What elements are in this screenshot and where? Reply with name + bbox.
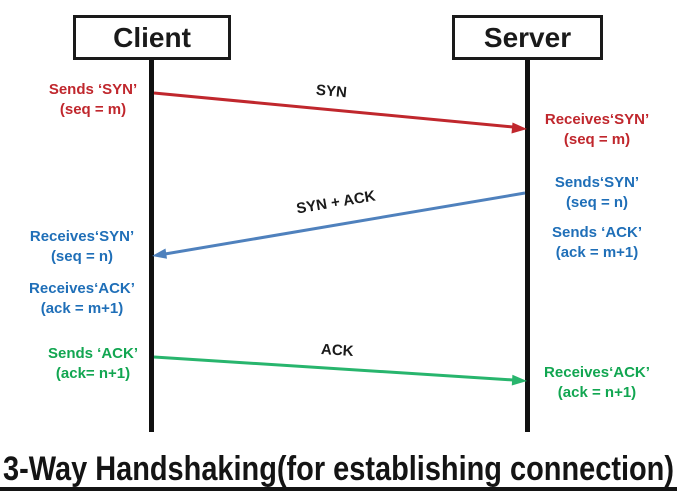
- note-line: Sends‘SYN’: [554, 174, 640, 191]
- server-lifeline: [525, 60, 530, 432]
- note-line: (seq = n): [50, 248, 114, 265]
- note-line: (seq = n): [565, 194, 629, 211]
- diagram-title: 3-Way Handshaking(for establishing conne…: [3, 450, 674, 488]
- note-line: (ack = m+1): [555, 244, 639, 261]
- client-actor-label: Client: [113, 21, 191, 53]
- note-line: Receives‘ACK’: [544, 364, 650, 381]
- title-underline: [0, 487, 677, 491]
- note-line: Sends ‘ACK’: [47, 345, 138, 362]
- syn-ack-arrowhead-icon: [152, 248, 167, 259]
- client-actor-box: Client: [73, 15, 231, 60]
- ack-arrowhead-icon: [511, 374, 527, 386]
- note-line: Receives‘ACK’: [29, 280, 135, 297]
- client-note-receives-ack: Receives‘ACK’ (ack = m+1): [17, 279, 147, 319]
- server-actor-box: Server: [452, 15, 603, 60]
- client-lifeline: [149, 60, 154, 432]
- client-note-sends-ack: Sends ‘ACK’ (ack= n+1): [28, 344, 158, 384]
- note-line: Sends ‘ACK’: [551, 224, 642, 241]
- note-line: Receives‘SYN’: [544, 111, 650, 128]
- server-actor-label: Server: [483, 21, 572, 53]
- note-line: (seq = m): [59, 101, 127, 118]
- server-note-receives-syn: Receives‘SYN’ (seq = m): [532, 110, 662, 150]
- diagram-title-block: 3-Way Handshaking(for establishing conne…: [0, 450, 677, 491]
- client-note-sends-syn: Sends ‘SYN’ (seq = m): [28, 80, 158, 120]
- server-note-receives-ack: Receives‘ACK’ (ack = n+1): [532, 363, 662, 403]
- syn-arrow-line: [153, 91, 514, 129]
- note-line: Sends ‘SYN’: [48, 81, 138, 98]
- server-note-sends-syn: Sends‘SYN’ (seq = n): [532, 173, 662, 213]
- note-line: (ack= n+1): [55, 365, 131, 382]
- ack-message-label: ACK: [320, 341, 354, 360]
- syn-arrowhead-icon: [511, 122, 527, 134]
- note-line: (seq = m): [563, 131, 631, 148]
- ack-arrow-line: [153, 355, 514, 382]
- note-line: Receives‘SYN’: [29, 228, 135, 245]
- note-line: (ack = n+1): [557, 384, 637, 401]
- syn-message-label: SYN: [315, 81, 348, 102]
- syn-ack-arrow-line: [164, 191, 526, 256]
- note-line: (ack = m+1): [40, 300, 124, 317]
- server-note-sends-ack: Sends ‘ACK’ (ack = m+1): [532, 223, 662, 263]
- client-note-receives-syn: Receives‘SYN’ (seq = n): [17, 227, 147, 267]
